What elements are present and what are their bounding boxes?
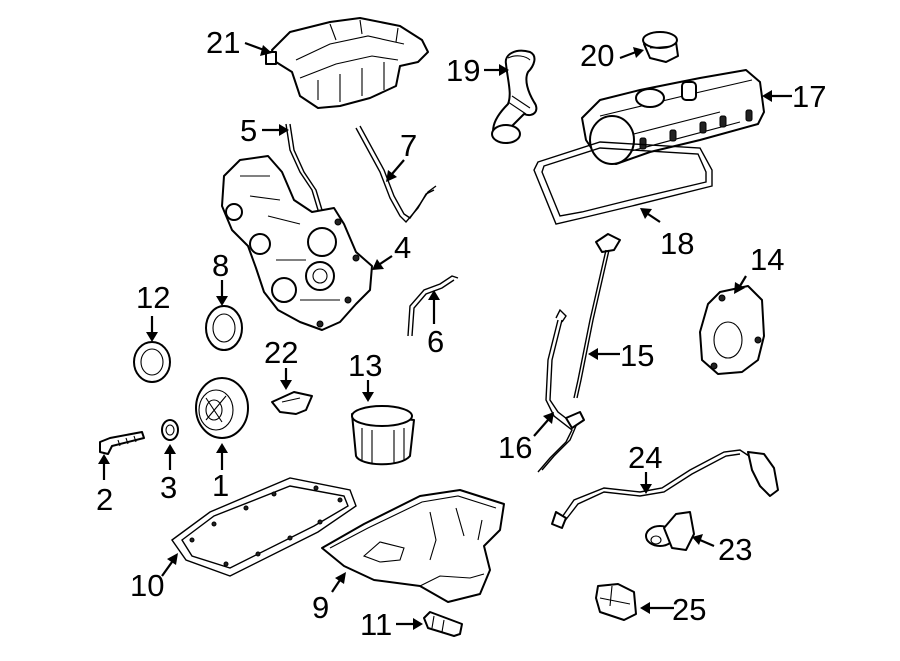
- dipstick-part[interactable]: [573, 233, 621, 399]
- callout-5[interactable]: 5: [240, 113, 257, 148]
- callout-23[interactable]: 23: [718, 532, 752, 567]
- rear-cover-part[interactable]: [699, 285, 765, 375]
- oil-filter-part[interactable]: [351, 405, 415, 466]
- callout-12[interactable]: 12: [136, 280, 170, 315]
- callout-7[interactable]: 7: [400, 128, 417, 163]
- callout-14[interactable]: 14: [750, 242, 784, 277]
- bracket-tube-part[interactable]: [355, 125, 437, 224]
- cover-plate-part[interactable]: [271, 391, 313, 415]
- sensor-harness-part[interactable]: [551, 449, 779, 529]
- callout-19[interactable]: 19: [446, 53, 480, 88]
- small-tube-part[interactable]: [407, 275, 459, 337]
- bolt-part[interactable]: [99, 431, 145, 455]
- rear-seal-part[interactable]: [133, 341, 171, 383]
- callout-24[interactable]: 24: [628, 440, 662, 475]
- oil-filler-cap-part[interactable]: [642, 31, 679, 63]
- callout-16[interactable]: 16: [498, 430, 532, 465]
- leader-lines: [98, 41, 792, 630]
- valve-cover-gasket-part[interactable]: [533, 141, 713, 225]
- valve-cover-part[interactable]: [581, 69, 765, 165]
- front-seal-part[interactable]: [205, 305, 243, 351]
- oil-pan-part[interactable]: [321, 489, 505, 603]
- knock-sensor-part[interactable]: [645, 511, 695, 551]
- callout-3[interactable]: 3: [160, 470, 177, 505]
- callout-8[interactable]: 8: [212, 248, 229, 283]
- hose-part[interactable]: [491, 49, 538, 144]
- callout-25[interactable]: 25: [672, 592, 706, 627]
- callout-20[interactable]: 20: [580, 38, 614, 73]
- callout-6[interactable]: 6: [427, 324, 444, 359]
- callout-18[interactable]: 18: [660, 226, 694, 261]
- timing-cover-part[interactable]: [221, 155, 373, 331]
- intake-manifold-part[interactable]: [265, 17, 429, 109]
- callout-2[interactable]: 2: [96, 482, 113, 517]
- bracket-part[interactable]: [595, 583, 637, 621]
- callout-22[interactable]: 22: [264, 335, 298, 370]
- callout-11[interactable]: 11: [360, 607, 392, 642]
- callout-13[interactable]: 13: [348, 348, 382, 383]
- callout-4[interactable]: 4: [394, 230, 411, 265]
- washer-part[interactable]: [161, 419, 179, 441]
- callout-10[interactable]: 10: [130, 568, 164, 603]
- callout-15[interactable]: 15: [620, 338, 654, 373]
- dipstick-tube-part[interactable]: [537, 308, 585, 473]
- callout-21[interactable]: 21: [206, 25, 240, 60]
- callout-17[interactable]: 17: [792, 79, 826, 114]
- callout-1[interactable]: 1: [212, 468, 229, 503]
- sensor-part[interactable]: [423, 611, 463, 637]
- callout-numbers: 21 19 20 17 18 5 7 4 6 8 12 22 13 15 14 …: [96, 25, 826, 642]
- crankshaft-pulley-part[interactable]: [195, 377, 249, 439]
- callout-9[interactable]: 9: [312, 590, 329, 625]
- oil-pan-gasket-part[interactable]: [171, 477, 357, 577]
